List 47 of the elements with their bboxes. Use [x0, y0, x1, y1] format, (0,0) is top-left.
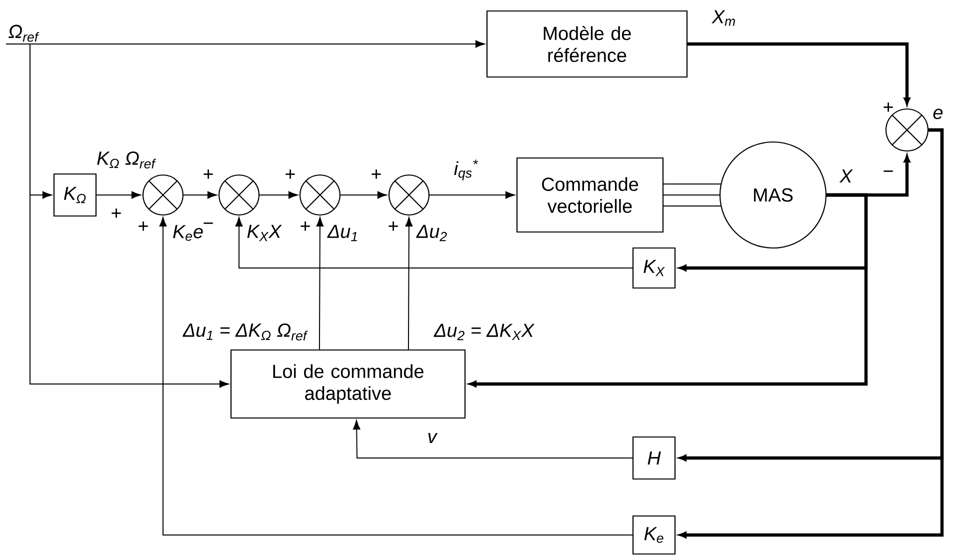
sign-label: + [112, 208, 121, 218]
signal-label: K$_{X}$X [246, 224, 282, 242]
signal-label: Δu$_{1}$ [326, 224, 360, 242]
sign-label: + [372, 170, 381, 179]
summing-junction [388, 174, 430, 216]
line [663, 194, 720, 196]
arrow [340, 191, 387, 199]
signal-label: e [932, 108, 944, 120]
process-box: Loi de commande adaptative [230, 349, 466, 419]
equation-label: Δu$_{2}$ = ΔK$_{X}$X [434, 324, 535, 340]
signal-label: K$_{Ω}$ Ω$_{ref}$ [96, 150, 156, 170]
process-box: Modèle de référence [486, 10, 688, 78]
arrow [159, 217, 633, 536]
sign-label: + [138, 222, 148, 231]
sign-label: + [286, 170, 295, 179]
arrow [183, 191, 217, 199]
signal-label: i$_{qs}$* [452, 158, 480, 182]
signal-label: Δu$_{2}$ [415, 224, 449, 242]
signal-label: X$_{m}$ [710, 9, 738, 27]
arrow [96, 191, 141, 199]
signal-label: X [838, 168, 854, 184]
arrow [405, 217, 413, 350]
gain-box: K$_{X}$ [632, 247, 676, 289]
summing-junction [218, 174, 260, 216]
process-box: Commande vectorielle [516, 157, 664, 233]
gain-box: H [632, 436, 676, 480]
arrow [316, 217, 324, 350]
sign-label: + [884, 102, 893, 112]
arrow [235, 217, 633, 268]
equation-label: Δu$_{1}$ = ΔK$_{Ω}$ Ω$_{ref}$ [182, 323, 308, 340]
sign-label: + [300, 222, 310, 231]
arrow [469, 193, 868, 388]
arrow [259, 191, 298, 199]
gain-box: K$_{Ω}$ [53, 173, 97, 217]
arrow [6, 44, 229, 388]
input-label: Ω$_{ref}$ [8, 24, 40, 42]
summing-junction [142, 174, 184, 216]
arrow [352, 420, 633, 458]
gain-box: K$_{e}$ [632, 515, 676, 555]
sign-label: + [204, 170, 213, 179]
sign-label: + [388, 222, 398, 231]
arrow [429, 191, 515, 199]
signal-label: v [426, 432, 438, 444]
sign-label: − [204, 222, 213, 224]
summing-junction [299, 174, 341, 216]
signal-label: K$_{e}$e [172, 224, 205, 242]
sign-label: − [884, 170, 893, 172]
